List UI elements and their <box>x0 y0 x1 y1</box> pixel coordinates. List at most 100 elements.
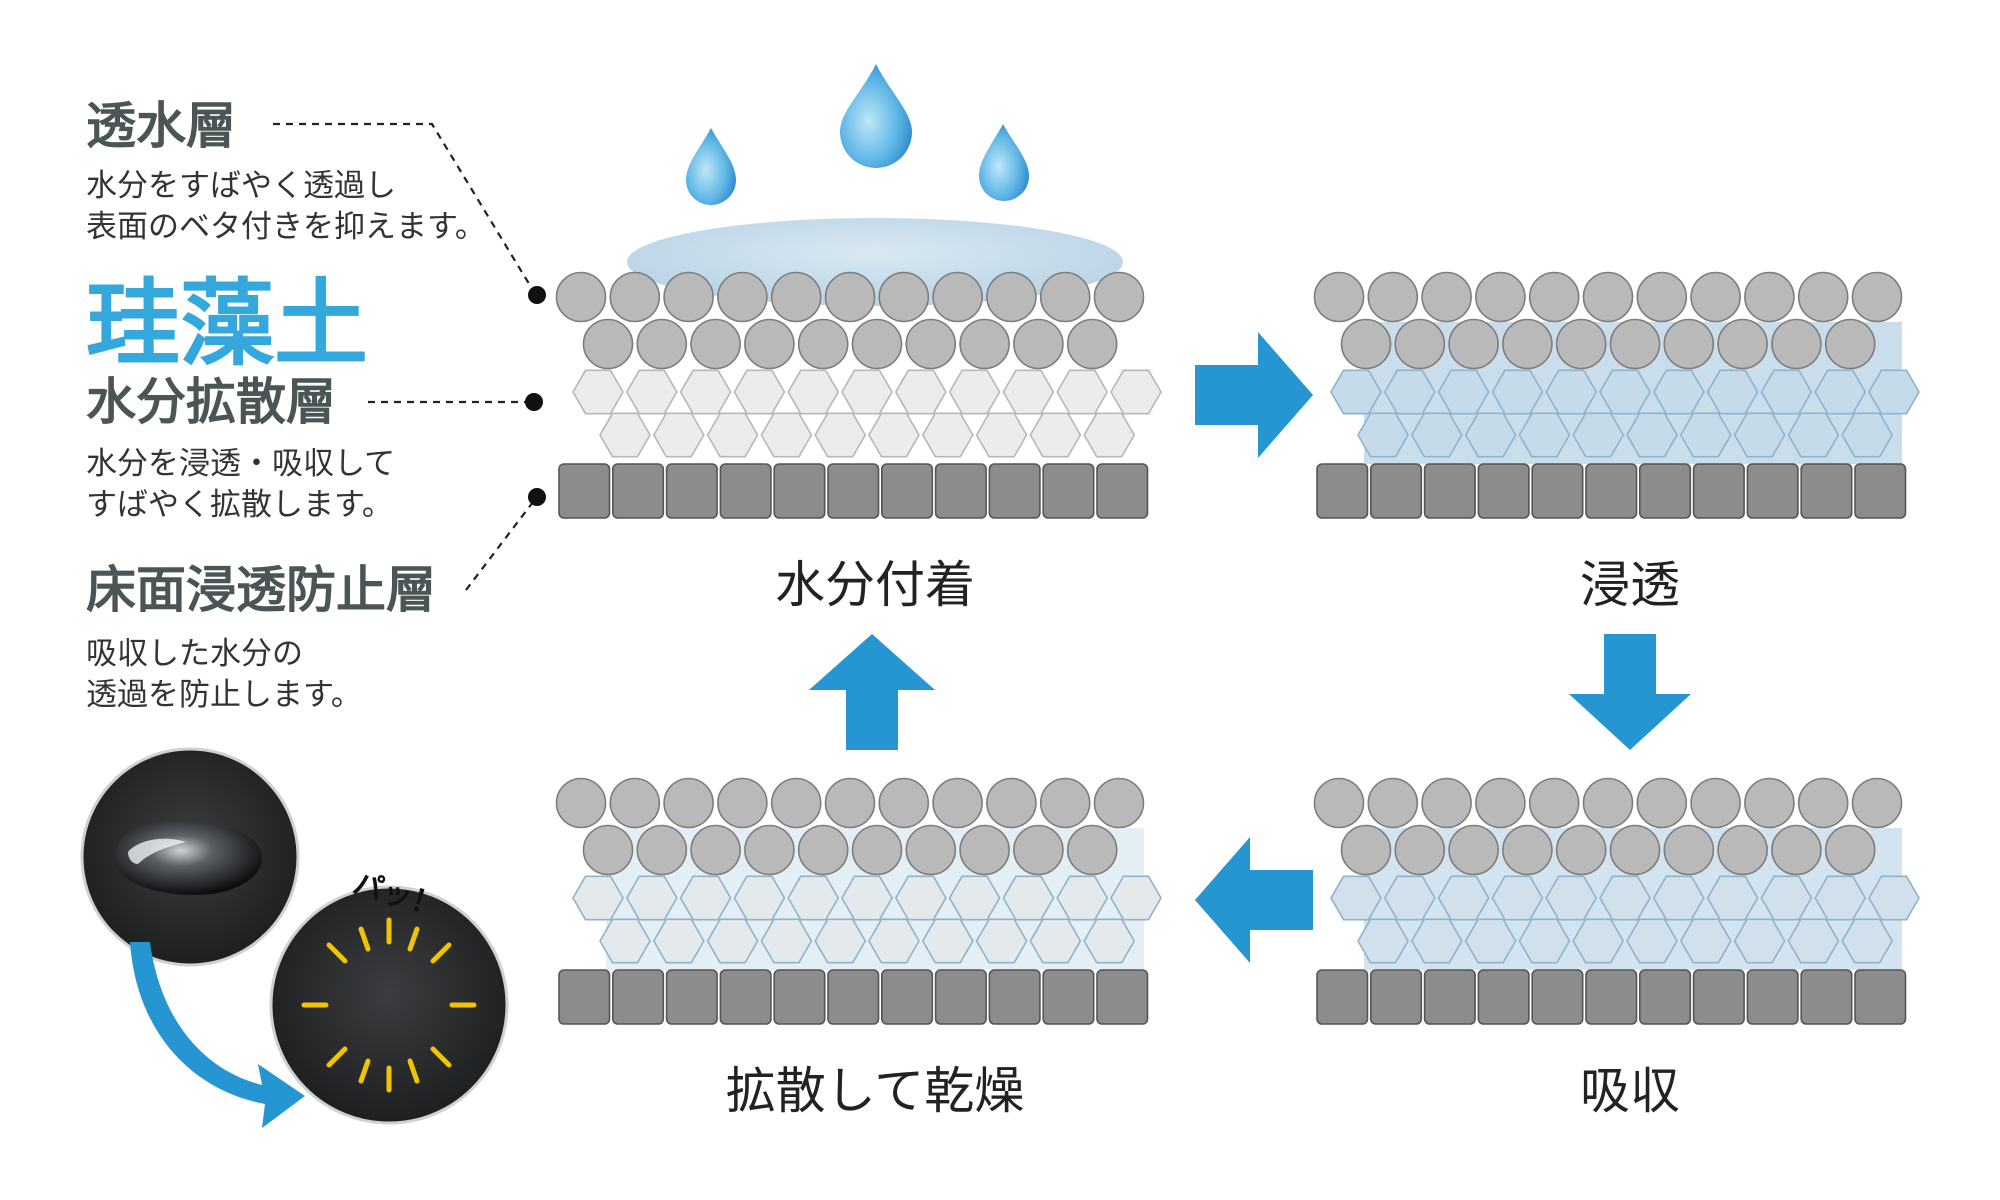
diffusion-hexagon <box>625 875 678 921</box>
diffusion-hexagon <box>1626 918 1678 964</box>
permeable-particle <box>1066 318 1118 370</box>
permeable-particle <box>1013 318 1064 370</box>
permeable-particle <box>1663 318 1715 370</box>
barrier-block <box>1531 969 1584 1025</box>
diffusion-hexagon <box>733 369 786 415</box>
barrier-block <box>880 463 934 519</box>
permeable-particle <box>663 777 714 829</box>
barrier-block <box>827 969 880 1025</box>
permeable-particle <box>986 777 1037 829</box>
diffusion-hexagon <box>1733 918 1786 964</box>
barrier-block <box>1854 463 1907 519</box>
barrier-block <box>1423 969 1476 1025</box>
barrier-block <box>1639 463 1692 519</box>
permeable-particle <box>1448 318 1499 370</box>
layer-title-barrier: 床面浸透防止層 <box>86 561 436 619</box>
barrier-block <box>558 969 611 1025</box>
permeable-particle <box>1609 824 1661 876</box>
permeable-particle <box>582 824 634 876</box>
permeable-particle <box>770 271 822 323</box>
barrier-block <box>988 969 1041 1025</box>
diffusion-hexagon <box>1760 875 1813 921</box>
stage-label-diffuse-dry: 拡散して乾燥 <box>725 1062 1025 1120</box>
permeable-particle <box>636 824 688 876</box>
permeable-particle <box>1824 318 1876 370</box>
barrier-block <box>1692 463 1745 519</box>
permeable-particle <box>1636 777 1688 829</box>
permeable-particle <box>959 824 1010 876</box>
arrow-up-icon <box>809 634 935 750</box>
diffusion-hexagon <box>1330 369 1382 415</box>
permeable-particle <box>1717 318 1768 370</box>
barrier-block <box>1042 969 1095 1025</box>
permeable-particle <box>1555 318 1607 370</box>
barrier-block <box>1746 969 1799 1025</box>
barrier-block <box>1854 969 1907 1025</box>
permeable-particle <box>905 824 957 876</box>
desc-line: 水分をすばやく透過し <box>86 168 396 204</box>
permeable-particle <box>555 777 607 829</box>
permeable-particle <box>1771 318 1822 370</box>
brand-title: 珪藻土 <box>86 270 369 379</box>
permeable-particle <box>690 318 741 370</box>
permeable-particle <box>1744 777 1795 829</box>
permeable-particle <box>609 271 661 323</box>
permeable-particle <box>1394 824 1446 876</box>
diffusion-hexagon <box>1599 369 1651 415</box>
barrier-block <box>665 969 718 1025</box>
diffusion-hexagon <box>679 369 732 415</box>
diffusion-hexagon <box>760 918 813 964</box>
permeable-particle <box>1313 271 1365 323</box>
permeable-particle <box>717 777 768 829</box>
curved-arrow-icon <box>130 942 305 1128</box>
permeable-particle <box>1636 271 1688 323</box>
permeable-particle <box>878 777 930 829</box>
permeable-particle <box>690 824 741 876</box>
diffusion-hexagon <box>1330 875 1382 921</box>
layer-title-diffusion: 水分拡散層 <box>86 373 336 431</box>
layer-desc-diffusion: 水分を浸透・吸収して すばやく拡散します。 <box>86 444 395 526</box>
diffusion-hexagon <box>868 412 920 458</box>
permeable-particle <box>1528 271 1580 323</box>
diffusion-hexagon <box>1437 875 1490 921</box>
permeable-particle <box>582 318 634 370</box>
diffusion-hexagon <box>572 875 624 921</box>
diffusion-hexagon <box>1706 369 1759 415</box>
diffusion-hexagon <box>1787 412 1840 458</box>
permeable-particle <box>1367 271 1419 323</box>
permeable-particle <box>636 318 688 370</box>
diffusion-hexagon <box>841 875 893 921</box>
barrier-block <box>1639 969 1692 1025</box>
barrier-block <box>827 463 880 519</box>
permeable-particle <box>1039 271 1091 323</box>
diffusion-hexagon <box>1437 369 1490 415</box>
barrier-block <box>1800 463 1853 519</box>
permeable-particle <box>1851 271 1903 323</box>
barrier-block <box>988 463 1041 519</box>
permeable-particle <box>1555 824 1607 876</box>
barrier-block <box>611 463 665 519</box>
diffusion-hexagon <box>599 412 651 458</box>
diffusion-hexagon <box>1814 369 1867 415</box>
water-drop-icon <box>686 128 736 205</box>
diffusion-hexagon <box>1002 369 1055 415</box>
barrier-block <box>1585 463 1638 519</box>
permeable-particle <box>959 318 1010 370</box>
permeable-particle <box>851 824 903 876</box>
leader-line-permeable <box>273 122 535 293</box>
diffusion-hexagon <box>1491 875 1544 921</box>
barrier-block <box>934 463 987 519</box>
diffusion-hexagon <box>1868 875 1920 921</box>
diffusion-hexagon <box>572 369 624 415</box>
desc-line: 表面のベタ付きを抑えます。 <box>86 209 486 245</box>
barrier-block <box>1042 463 1095 519</box>
diffusion-hexagon <box>1383 369 1436 415</box>
permeable-particle <box>1448 824 1499 876</box>
permeable-particle <box>1039 777 1091 829</box>
permeable-particle <box>1340 318 1392 370</box>
diffusion-hexagon <box>894 369 947 415</box>
diffusion-hexagon <box>975 412 1028 458</box>
permeable-particle <box>1528 777 1580 829</box>
diffusion-hexagon <box>814 918 867 964</box>
